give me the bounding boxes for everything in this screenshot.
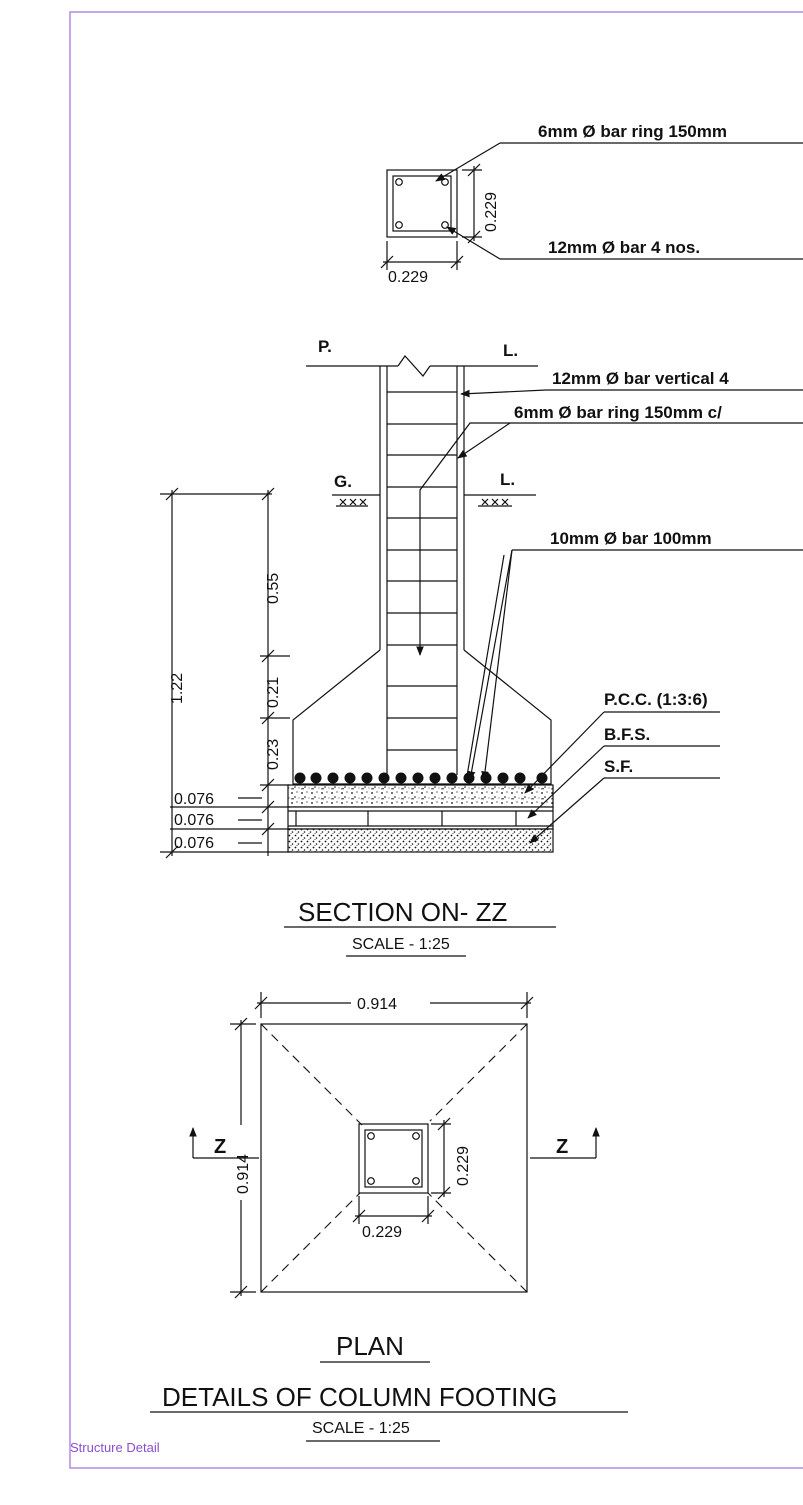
rebar-dot (344, 772, 356, 784)
rebar-dot (412, 1177, 420, 1185)
rebar-dot (463, 772, 475, 784)
rebar-dot (395, 221, 403, 229)
rebar-dot (497, 772, 509, 784)
rebar-dot (294, 772, 306, 784)
section-marker-z-right: Z (556, 1136, 568, 1158)
rebar-dot (310, 772, 322, 784)
rebar-dot (367, 1132, 375, 1140)
rebar-dot (361, 772, 373, 784)
rebar-dot (480, 772, 492, 784)
column-cross-section (380, 142, 803, 270)
bfs-label: B.F.S. (604, 725, 650, 744)
section-scale: SCALE - 1:25 (352, 936, 450, 953)
section-marker-z-left: Z (214, 1136, 226, 1158)
dim-bfs-thickness: 0.076 (174, 812, 214, 829)
rebar-dot (441, 221, 449, 229)
dim-0-21: 0.21 (265, 677, 282, 708)
plan-width-dim: 0.914 (357, 996, 397, 1013)
pcc-layer (287, 784, 554, 808)
rebar-dot (429, 772, 441, 784)
pcc-label: P.C.C. (1:3:6) (604, 690, 708, 709)
mesh-bar-label: 10mm Ø bar 100mm (550, 529, 712, 548)
dim-0-23: 0.23 (265, 739, 282, 770)
cross-section-bar-label: 12mm Ø bar 4 nos. (548, 238, 700, 257)
dim-pcc-thickness: 0.076 (174, 791, 214, 808)
cross-section-ring-label: 6mm Ø bar ring 150mm (538, 122, 727, 141)
plinth-level-p: P. (318, 337, 332, 356)
dim-sf-thickness: 0.076 (174, 835, 214, 852)
ground-level-l: L. (500, 470, 515, 489)
sheet-border (69, 11, 803, 1469)
rebar-dot (514, 772, 526, 784)
dim-total-depth: 1.22 (169, 673, 186, 704)
rebar-dot (412, 772, 424, 784)
footer-title: DETAILS OF COLUMN FOOTING (162, 1382, 557, 1412)
rebar-dot (446, 772, 458, 784)
rebar-dot (327, 772, 339, 784)
rebar-dot (367, 1177, 375, 1185)
plan-title: PLAN (336, 1331, 404, 1361)
sf-label: S.F. (604, 757, 633, 776)
plan-column-width-dim: 0.229 (362, 1224, 402, 1241)
rebar-dot (395, 178, 403, 186)
rebar-dot (536, 772, 548, 784)
plinth-level-l: L. (503, 341, 518, 360)
ring-spacing-label: 6mm Ø bar ring 150mm c/ (514, 403, 722, 422)
plan-column-height-dim: 0.229 (455, 1146, 472, 1186)
rebar-dot (441, 178, 449, 186)
rebar-dot (378, 772, 390, 784)
cross-section-height-dim: 0.229 (483, 192, 500, 232)
section-drawing (160, 355, 803, 859)
sf-layer (287, 828, 554, 853)
plan-depth-dim: 0.914 (235, 1154, 252, 1194)
watermark: Structure Detail (70, 1440, 160, 1455)
dim-0-55: 0.55 (265, 573, 282, 604)
section-title: SECTION ON- ZZ (298, 897, 508, 927)
rebar-dot (395, 772, 407, 784)
vertical-bar-label: 12mm Ø bar vertical 4 (552, 369, 729, 388)
footer-scale: SCALE - 1:25 (312, 1420, 410, 1437)
ground-level-g: G. (334, 472, 352, 491)
cross-section-width-dim: 0.229 (388, 269, 428, 286)
rebar-dot (412, 1132, 420, 1140)
plan-drawing (189, 992, 600, 1299)
